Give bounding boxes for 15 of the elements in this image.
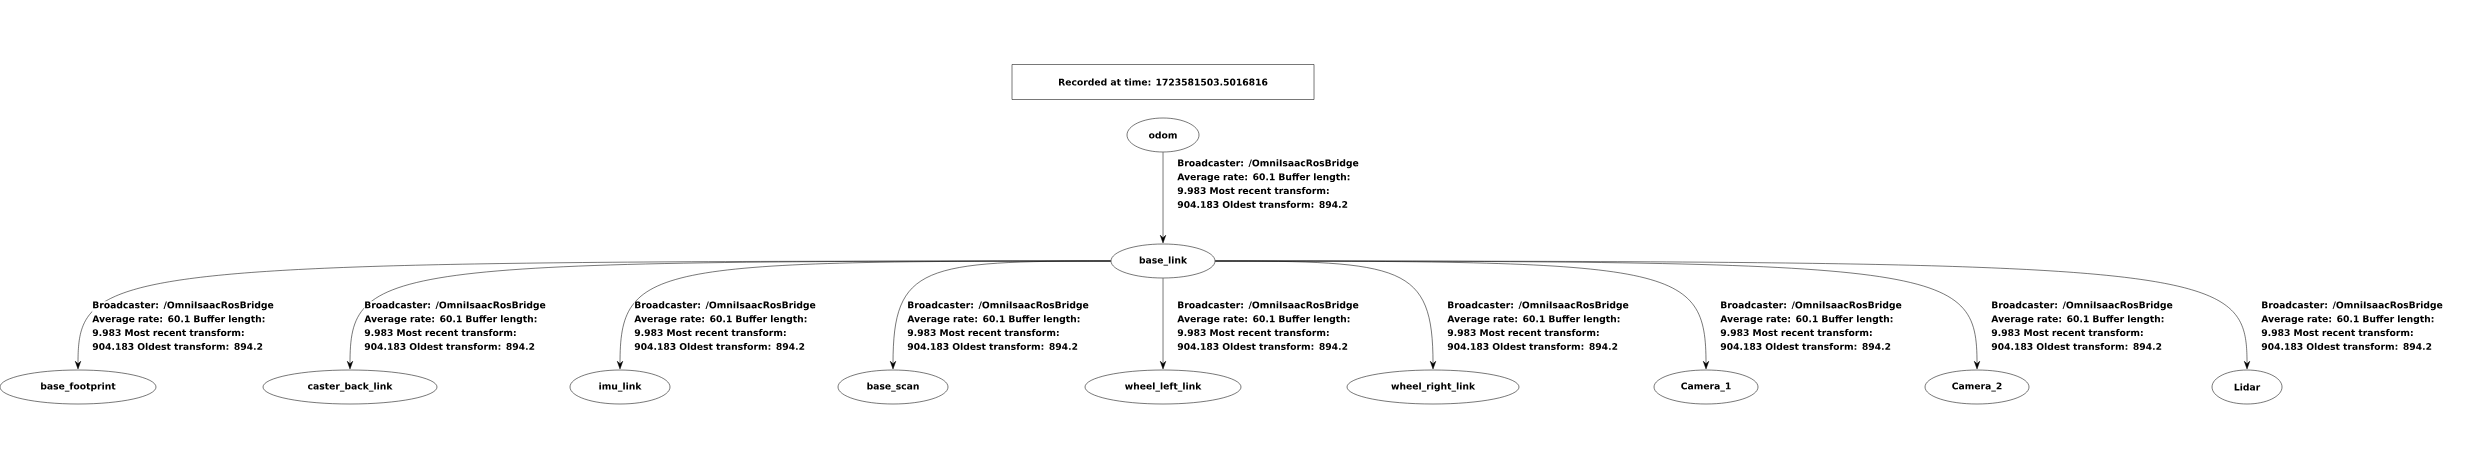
timestamp-box: Recorded at time: 1723581503.5016816 xyxy=(1011,64,1315,100)
edge-label: Broadcaster: /OmniIsaacRosBridge Average rate: 60.1 Buffer length: 9.983 Most recent transform: 904.183 Oldest transform: 894.2 xyxy=(92,301,279,350)
edge-label: Broadcaster: /OmniIsaacRosBridge Average rate: 60.1 Buffer length: 9.983 Most recent transform: 904.183 Oldest transform: 894.2 xyxy=(1177,301,1364,350)
edge-label: Broadcaster: /OmniIsaacRosBridge Average rate: 60.1 Buffer length: 9.983 Most recent transform: 904.183 Oldest transform: 894.2 xyxy=(1447,301,1634,350)
edge-label: Broadcaster: /OmniIsaacRosBridge Average rate: 60.1 Buffer length: 9.983 Most recent transform: 904.183 Oldest transform: 894.2 xyxy=(1720,301,1907,350)
arrow xyxy=(1160,278,1167,370)
arrow xyxy=(890,260,1111,370)
arrow xyxy=(1215,260,2251,370)
edge-label: Broadcaster: /OmniIsaacRosBridge Average rate: 60.1 Buffer length: 9.983 Most recent transform: 904.183 Oldest transform: 894.2 xyxy=(634,301,821,350)
edge-label: Broadcaster: /OmniIsaacRosBridge Average rate: 60.1 Buffer length: 9.983 Most recent transform: 904.183 Oldest transform: 894.2 xyxy=(907,301,1094,350)
edge-label: Broadcaster: /OmniIsaacRosBridge Average rate: 60.1 Buffer length: 9.983 Most recent transform: 904.183 Oldest transform: 894.2 xyxy=(364,301,551,350)
edge-label: Broadcaster: /OmniIsaacRosBridge Average rate: 60.1 Buffer length: 9.983 Most recent transform: 904.183 Oldest transform: 894.2 xyxy=(1177,159,1364,208)
edge-label: Broadcaster: /OmniIsaacRosBridge Average rate: 60.1 Buffer length: 9.983 Most recent transform: 904.183 Oldest transform: 894.2 xyxy=(2261,301,2448,350)
arrow xyxy=(1160,152,1167,244)
edge-label: Broadcaster: /OmniIsaacRosBridge Average rate: 60.1 Buffer length: 9.983 Most recent transform: 904.183 Oldest transform: 894.2 xyxy=(1991,301,2178,350)
